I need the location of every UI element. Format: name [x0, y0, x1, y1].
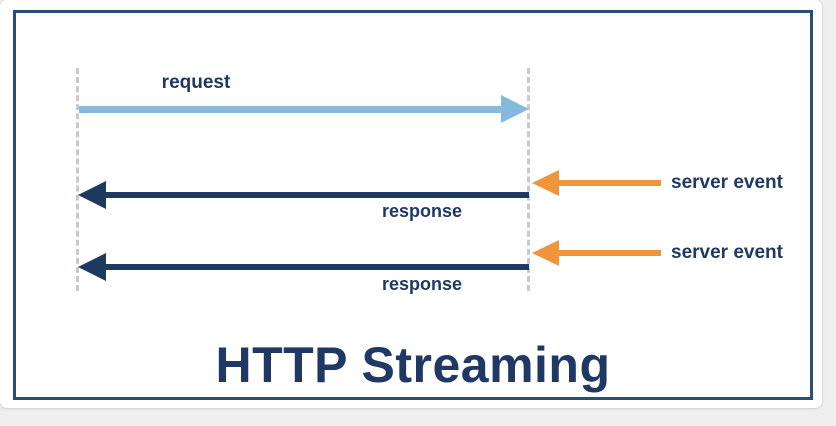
response-2-label: response: [381, 274, 463, 294]
response-2-arrowhead-left-icon: [78, 253, 106, 281]
diagram-title: HTTP Streaming: [215, 337, 611, 393]
server-event-2-label: server event: [671, 242, 783, 263]
request-arrowhead-right-icon: [501, 95, 529, 123]
server-event-1-arrowhead-left-icon: [532, 170, 559, 196]
request-arrow: [79, 106, 503, 113]
server-event-2-arrowhead-left-icon: [532, 240, 559, 266]
server-event-1-label: server event: [671, 172, 783, 193]
server-event-1-arrow: [557, 180, 661, 186]
response-1-arrow: [104, 192, 529, 198]
diagram-card: request response server event server eve…: [0, 0, 822, 408]
server-lifeline: [527, 68, 530, 291]
response-1-arrowhead-left-icon: [78, 181, 106, 209]
request-label: request: [161, 72, 231, 93]
response-1-label: response: [381, 201, 463, 221]
client-lifeline: [76, 68, 79, 291]
diagram-frame: request response server event server eve…: [13, 10, 813, 400]
response-2-arrow: [104, 264, 529, 270]
server-event-2-arrow: [557, 250, 661, 256]
